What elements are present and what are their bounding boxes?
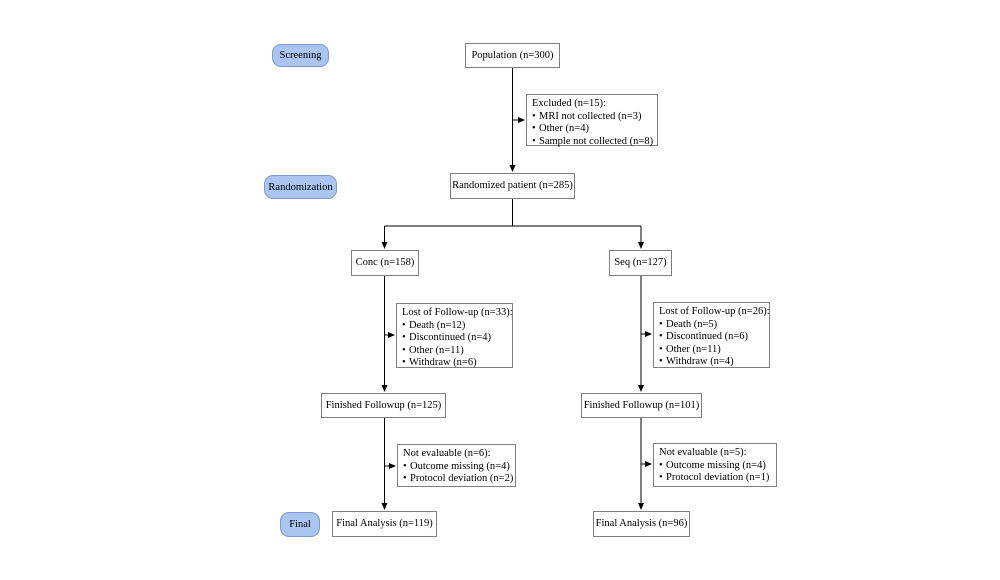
node-lost-conc-item: •Discontinued (n=4): [402, 332, 492, 344]
node-lost-seq-item: •Withdraw (n=4): [659, 356, 734, 368]
bullet-glyph: •: [532, 110, 536, 122]
bullet-glyph: •: [659, 331, 663, 343]
node-not-evaluable-conc-item: •Outcome missing (n=4): [403, 460, 510, 472]
node-not-evaluable-conc-item: •Protocol deviation (n=2): [403, 473, 514, 485]
node-excluded-item: •MRI not collected (n=3): [532, 110, 642, 122]
node-conc: Conc (n=158): [351, 250, 419, 276]
node-excluded-item: •Other (n=4): [532, 123, 589, 135]
bullet-glyph: •: [659, 472, 663, 484]
node-excluded-title: Excluded (n=15):: [532, 98, 606, 109]
bullet-glyph: •: [403, 473, 407, 485]
node-lost-seq-item: •Discontinued (n=6): [659, 331, 749, 343]
node-not-evaluable-seq-item: •Protocol deviation (n=1): [659, 472, 770, 484]
node-lost-seq-item: •Death (n=5): [659, 318, 718, 330]
node-not-evaluable-seq: Not evaluable (n=5): •Outcome missing (n…: [653, 443, 777, 487]
node-lost-conc-item: •Other (n=11): [402, 344, 464, 356]
node-lost-conc-title: Lost of Follow-up (n=33):: [402, 307, 513, 318]
bullet-glyph: •: [403, 460, 407, 472]
stage-label-screening: Screening: [272, 44, 329, 67]
node-finished-seq: Finished Followup (n=101): [581, 393, 702, 418]
node-population: Population (n=300): [465, 43, 560, 68]
node-seq: Seq (n=127): [609, 250, 672, 276]
node-final-analysis-seq: Final Analysis (n=96): [593, 511, 690, 537]
bullet-glyph: •: [532, 123, 536, 135]
node-final-analysis-conc: Final Analysis (n=119): [332, 511, 437, 537]
node-finished-conc: Finished Followup (n=125): [321, 393, 446, 418]
node-lost-seq-item: •Other (n=11): [659, 343, 721, 355]
node-not-evaluable-seq-item: •Outcome missing (n=4): [659, 459, 766, 471]
node-excluded: Excluded (n=15): •MRI not collected (n=3…: [526, 94, 658, 147]
stage-label-final: Final: [280, 512, 320, 537]
bullet-glyph: •: [659, 356, 663, 368]
bullet-glyph: •: [402, 332, 406, 344]
node-excluded-item: •Sample not collected (n=8): [532, 135, 654, 147]
node-lost-conc-item: •Withdraw (n=6): [402, 357, 477, 369]
node-lost-conc-item: •Death (n=12): [402, 319, 466, 331]
bullet-glyph: •: [659, 318, 663, 330]
bullet-glyph: •: [659, 459, 663, 471]
node-lost-seq-title: Lost of Follow-up (n=26):: [659, 306, 770, 317]
bullet-glyph: •: [659, 343, 663, 355]
bullet-glyph: •: [402, 357, 406, 369]
bullet-glyph: •: [532, 135, 536, 147]
bullet-glyph: •: [402, 319, 406, 331]
node-lost-conc: Lost of Follow-up (n=33): •Death (n=12) …: [396, 303, 513, 368]
node-not-evaluable-seq-title: Not evaluable (n=5):: [659, 447, 747, 458]
stage-label-randomization: Randomization: [264, 175, 337, 199]
bullet-glyph: •: [402, 344, 406, 356]
node-not-evaluable-conc-title: Not evaluable (n=6):: [403, 448, 491, 459]
node-lost-seq: Lost of Follow-up (n=26): •Death (n=5) •…: [653, 302, 770, 368]
node-not-evaluable-conc: Not evaluable (n=6): •Outcome missing (n…: [397, 444, 516, 487]
node-randomized: Randomized patient (n=285): [450, 173, 575, 199]
